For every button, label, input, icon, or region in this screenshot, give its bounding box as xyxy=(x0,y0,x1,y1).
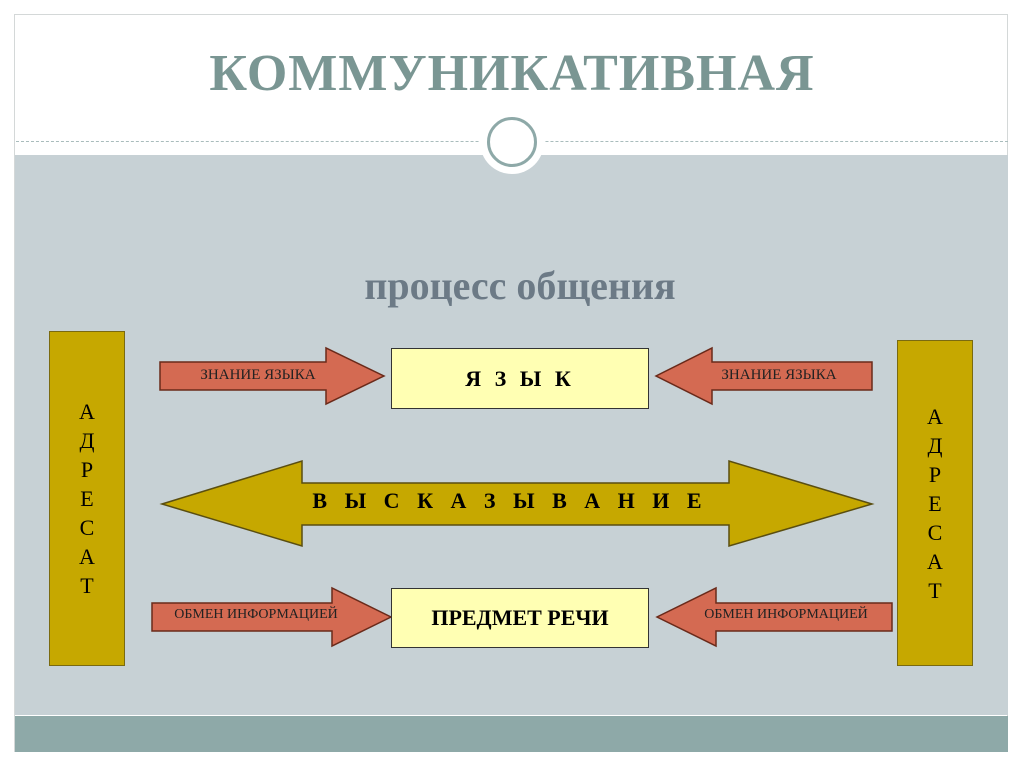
slide-title: КОММУНИКАТИВНАЯ xyxy=(209,45,815,102)
arrow-label-bottom-left: ОБМЕН ИНФОРМАЦИЕЙ xyxy=(174,607,338,622)
slide-subtitle: процесс общения xyxy=(364,263,676,308)
arrow-label-top-right: ЗНАНИЕ ЯЗЫКА xyxy=(721,367,837,383)
language-box: Я З Ы К xyxy=(391,348,649,409)
arrow-label-top-left: ЗНАНИЕ ЯЗЫКА xyxy=(200,367,316,383)
utterance-label: В Ы С К А З Ы В А Н И Е xyxy=(312,488,708,513)
right-addressee-label: АДРЕСАТ xyxy=(927,403,943,603)
speech-subject-box: ПРЕДМЕТ РЕЧИ xyxy=(391,588,649,648)
footer-bar xyxy=(15,716,1008,752)
divider-ornament-ring xyxy=(487,117,537,167)
arrow-double-center xyxy=(159,459,875,548)
left-addressee-label: АДРЕСАТ xyxy=(79,399,95,598)
arrow-label-bottom-right: ОБМЕН ИНФОРМАЦИЕЙ xyxy=(704,607,868,622)
arrow-bottom-left xyxy=(151,586,393,648)
left-addressee-block: АДРЕСАТ xyxy=(49,331,125,666)
arrow-bottom-right xyxy=(655,586,893,648)
speech-subject-label: ПРЕДМЕТ РЕЧИ xyxy=(431,605,609,630)
arrow-top-right xyxy=(654,346,873,406)
right-addressee-block: АДРЕСАТ xyxy=(897,340,973,666)
language-box-label: Я З Ы К xyxy=(465,365,575,391)
arrow-top-left xyxy=(159,346,386,406)
